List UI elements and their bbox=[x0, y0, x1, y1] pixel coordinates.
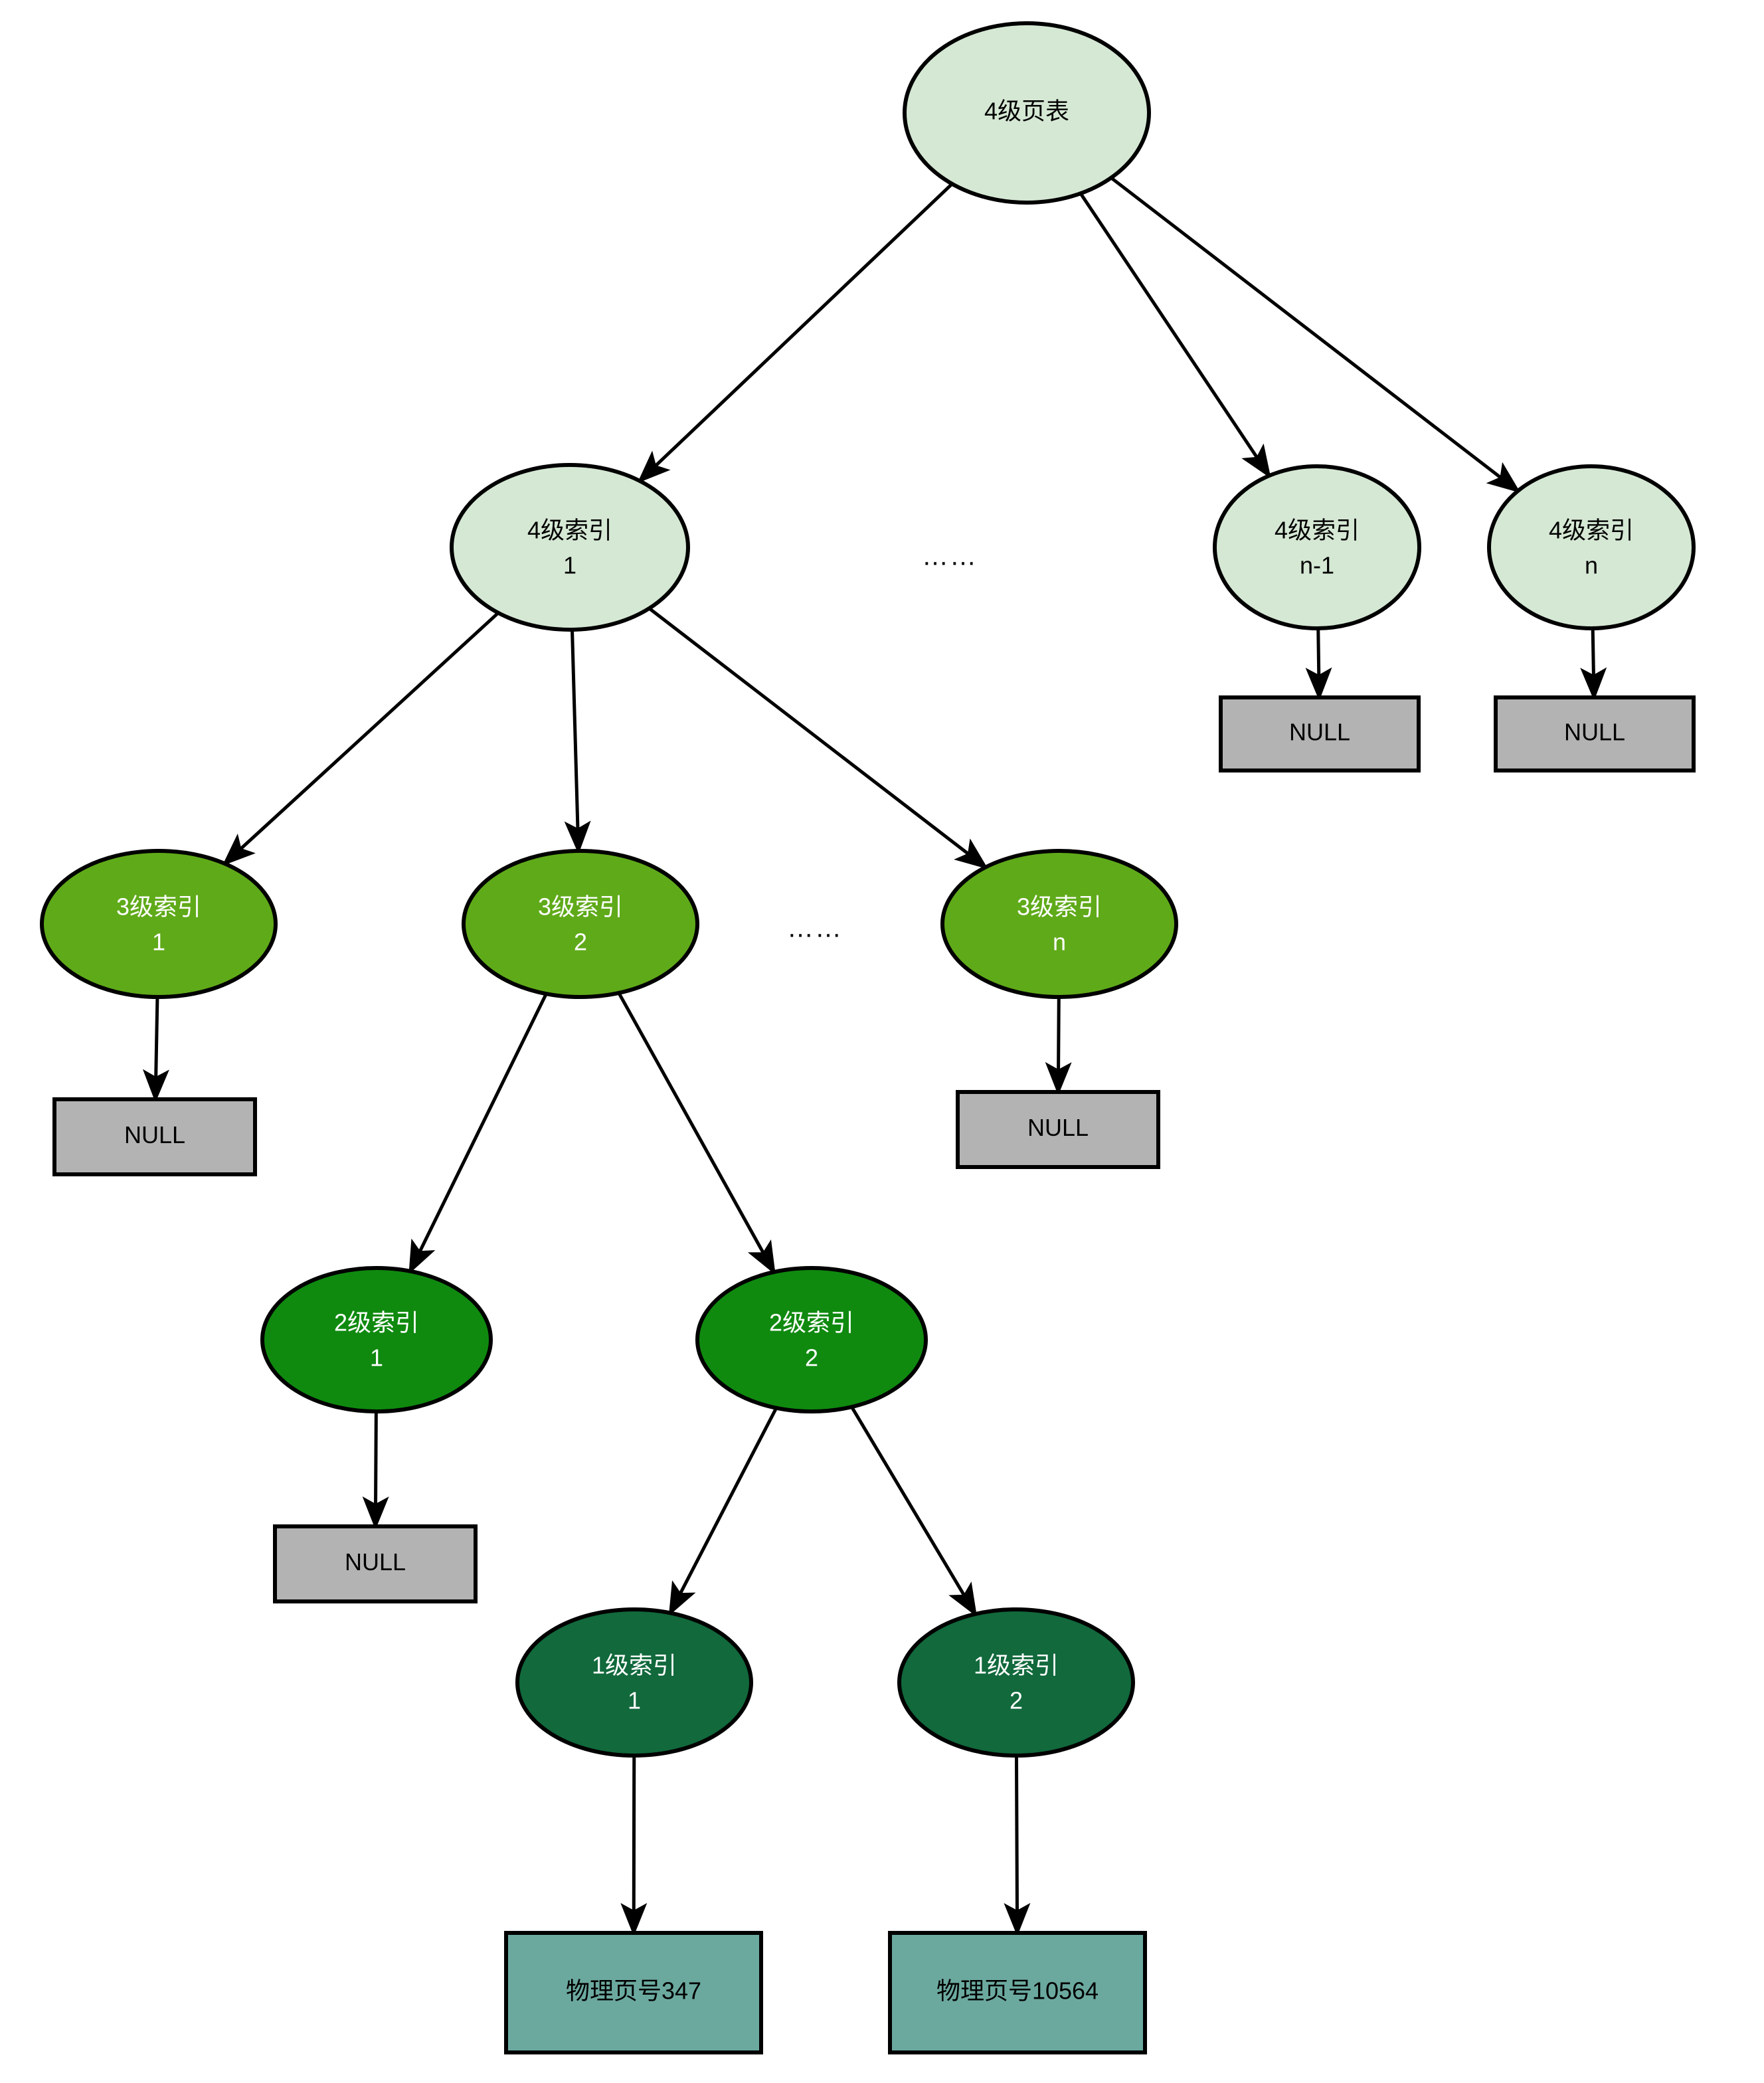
edge-l1_2-to-page_2 bbox=[1004, 1755, 1031, 1936]
edge-l2_1-to-null_e bbox=[362, 1411, 389, 1530]
node-label-index: n-1 bbox=[1300, 552, 1334, 579]
node-l1-2[interactable]: 1级索引 2 bbox=[897, 1607, 1135, 1758]
node-label-primary: 1级索引 bbox=[592, 1652, 677, 1679]
edge-l3_1-to-null_c bbox=[142, 996, 169, 1103]
node-label-index: 2 bbox=[805, 1344, 818, 1372]
node-label-primary: 物理页号10564 bbox=[936, 1977, 1099, 2005]
ellipsis-layer: …… …… bbox=[787, 542, 978, 943]
edge-l3_2-to-l2_2 bbox=[617, 992, 776, 1275]
edge-l3_2-to-l2_1 bbox=[408, 993, 548, 1275]
node-l3-2[interactable]: 3级索引 2 bbox=[462, 849, 699, 999]
node-shape-rect bbox=[888, 1931, 1147, 2054]
node-shape-rect bbox=[504, 1931, 763, 2054]
node-shape-ellipse bbox=[260, 1266, 493, 1413]
node-label-primary: 3级索引 bbox=[1017, 893, 1102, 921]
node-page-1[interactable]: 物理页号347 bbox=[504, 1931, 763, 2054]
edges-layer bbox=[142, 176, 1607, 1936]
edge-l2_2-to-l1_2 bbox=[850, 1405, 978, 1617]
node-l4-1[interactable]: 4级索引 1 bbox=[450, 463, 690, 632]
node-label-index: n bbox=[1053, 929, 1066, 956]
edge-l4_1-to-l3_2 bbox=[564, 629, 591, 855]
node-shape-ellipse bbox=[695, 1266, 928, 1413]
node-null-e[interactable]: NULL bbox=[273, 1524, 478, 1603]
node-label-primary: NULL bbox=[345, 1548, 406, 1576]
node-label-index: 2 bbox=[1010, 1687, 1023, 1714]
ellipsis-top: …… bbox=[922, 542, 978, 571]
node-page-2[interactable]: 物理页号10564 bbox=[888, 1931, 1147, 2054]
node-l2-2[interactable]: 2级索引 2 bbox=[695, 1266, 928, 1413]
node-label-index: 1 bbox=[152, 929, 165, 956]
edge-root-to-l4_n bbox=[1110, 176, 1521, 494]
edge-l2_2-to-l1_1 bbox=[668, 1407, 778, 1616]
ellipsis-mid: …… bbox=[787, 914, 843, 943]
node-null-b[interactable]: NULL bbox=[1494, 695, 1696, 772]
node-label-primary: 4级索引 bbox=[1549, 517, 1634, 544]
node-shape-ellipse bbox=[1213, 464, 1421, 630]
node-label-primary: NULL bbox=[124, 1121, 185, 1148]
node-label-index: 1 bbox=[370, 1344, 383, 1372]
node-shape-ellipse bbox=[940, 849, 1178, 999]
node-label-index: n bbox=[1585, 552, 1598, 579]
node-shape-ellipse bbox=[462, 849, 699, 999]
node-l2-1[interactable]: 2级索引 1 bbox=[260, 1266, 493, 1413]
node-label-primary: 4级索引 bbox=[527, 517, 612, 544]
node-shape-ellipse bbox=[903, 21, 1151, 205]
node-shape-ellipse bbox=[40, 849, 278, 999]
edge-l4_n1-to-null_a bbox=[1305, 628, 1332, 701]
node-l3-n[interactable]: 3级索引 n bbox=[940, 849, 1178, 999]
node-shape-ellipse bbox=[897, 1607, 1135, 1758]
node-shape-rect bbox=[273, 1524, 478, 1603]
node-label-primary: 4级页表 bbox=[984, 98, 1069, 125]
node-shape-rect bbox=[956, 1090, 1160, 1169]
edge-root-to-l4_n1 bbox=[1079, 192, 1271, 479]
node-label-primary: NULL bbox=[1027, 1114, 1089, 1141]
edge-l4_n-to-null_b bbox=[1580, 628, 1607, 701]
node-null-c[interactable]: NULL bbox=[52, 1097, 257, 1176]
node-label-primary: NULL bbox=[1564, 719, 1625, 746]
node-label-primary: 3级索引 bbox=[538, 893, 623, 921]
node-l3-1[interactable]: 3级索引 1 bbox=[40, 849, 278, 999]
node-label-primary: NULL bbox=[1289, 719, 1350, 746]
node-label-primary: 2级索引 bbox=[769, 1309, 854, 1336]
node-shape-rect bbox=[1494, 695, 1696, 772]
node-l4-n1[interactable]: 4级索引 n-1 bbox=[1213, 464, 1421, 630]
node-label-primary: 物理页号347 bbox=[566, 1977, 701, 2005]
node-label-primary: 3级索引 bbox=[116, 893, 201, 921]
node-null-a[interactable]: NULL bbox=[1219, 695, 1421, 772]
node-label-index: 1 bbox=[563, 552, 576, 579]
node-null-d[interactable]: NULL bbox=[956, 1090, 1160, 1169]
node-label-index: 1 bbox=[628, 1687, 641, 1714]
node-label-index: 2 bbox=[574, 929, 587, 956]
node-label-primary: 4级索引 bbox=[1275, 517, 1360, 544]
node-shape-ellipse bbox=[450, 463, 690, 632]
node-label-primary: 1级索引 bbox=[974, 1652, 1059, 1679]
node-shape-rect bbox=[52, 1097, 257, 1176]
node-label-primary: 2级索引 bbox=[334, 1309, 419, 1336]
edge-l4_1-to-l3_1 bbox=[222, 611, 499, 866]
node-l1-1[interactable]: 1级索引 1 bbox=[515, 1607, 753, 1758]
node-shape-rect bbox=[1219, 695, 1421, 772]
node-shape-ellipse bbox=[515, 1607, 753, 1758]
edge-root-to-l4_1 bbox=[637, 183, 954, 484]
node-l4-n[interactable]: 4级索引 n bbox=[1487, 464, 1696, 630]
edge-l3_n-to-null_d bbox=[1045, 996, 1072, 1095]
node-root[interactable]: 4级页表 bbox=[903, 21, 1151, 205]
node-shape-ellipse bbox=[1487, 464, 1696, 630]
edge-l4_1-to-l3_n bbox=[648, 606, 988, 869]
